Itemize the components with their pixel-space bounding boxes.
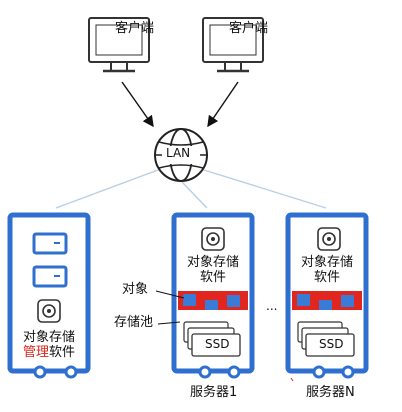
object-block [341,295,354,307]
management-label-line1: 对象存储 [22,330,75,345]
lan-globe-icon [154,128,208,182]
client-to-lan-arrow [207,81,239,128]
object-block [205,300,218,310]
object-callout-label: 对象 [122,282,149,297]
object-block [227,295,240,307]
server-node [285,212,369,379]
pool-callout-line [157,321,181,325]
client-label: 客户端 [229,21,269,36]
management-label-highlight: 管理 [22,344,49,360]
server-node [171,212,255,379]
management-node [7,212,91,379]
ssd-icon [297,321,355,357]
gear-icon [317,227,341,251]
server-name: 服务器N [306,385,355,400]
ellipsis: ... [266,299,278,313]
object-block [183,294,196,306]
ssd-icon [183,321,241,357]
network-link [203,169,327,209]
server-name: 服务器1 [190,385,238,400]
lan-label: LAN [166,146,191,160]
server-software-label: 对象存储 软件 [186,255,239,285]
gear-icon [37,299,61,323]
object-callout-line [155,290,185,299]
object-block [297,294,310,306]
network-link [181,181,208,209]
network-link [55,169,159,209]
gear-icon [201,227,225,251]
client-label: 客户端 [115,21,155,36]
pool-callout-label: 存储池 [114,315,154,330]
client-monitor-icon [88,17,150,73]
client-to-lan-arrow [121,81,154,128]
server-software-label: 对象存储 软件 [300,255,353,285]
management-label-rest: 软件 [49,344,76,360]
client-monitor-icon [202,17,264,73]
object-block [319,300,332,310]
ssd-label: SSD [205,337,230,351]
red-tick [290,377,294,382]
ssd-label: SSD [319,337,344,351]
management-node-label: 对象存储 管理软件 [14,330,84,361]
